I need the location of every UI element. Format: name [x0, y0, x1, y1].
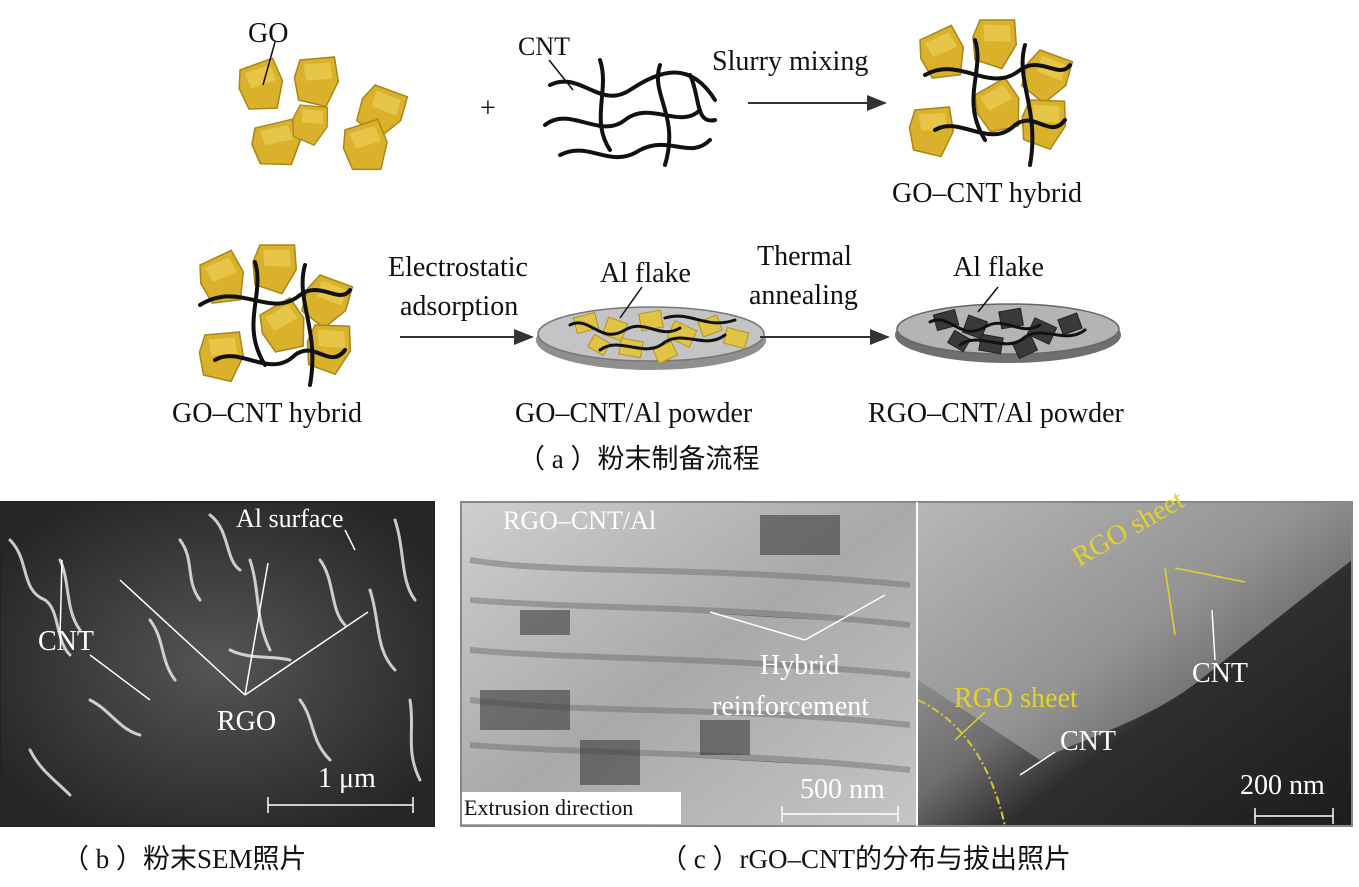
- hybrid-bottom: [193, 237, 359, 387]
- step-electrostatic-line2: adsorption: [400, 291, 519, 322]
- hybrid-reinforcement-line2: reinforcement: [712, 691, 870, 722]
- cnt-label: CNT: [518, 32, 570, 61]
- step-electrostatic-line1: Electrostatic: [388, 252, 528, 283]
- cnt-label-b: CNT: [38, 626, 94, 657]
- tem-image: [461, 502, 916, 826]
- step-slurry-mixing: Slurry mixing: [712, 46, 869, 77]
- step-thermal-line1: Thermal: [757, 241, 852, 272]
- hybrid-bottom-label: GO–CNT hybrid: [172, 398, 363, 429]
- al-flake-label-1: Al flake: [600, 258, 691, 289]
- scale-bar-c-left: 500 nm: [800, 774, 885, 805]
- tem-title: RGO–CNT/Al: [503, 506, 657, 535]
- go-leader-line: [262, 41, 276, 86]
- sem-image: [0, 502, 434, 826]
- cnt-bundle: [543, 58, 717, 167]
- go-flakes: [234, 52, 414, 175]
- extrusion-direction-label: Extrusion direction: [462, 792, 681, 824]
- cnt-label-c1: CNT: [1192, 658, 1248, 689]
- caption-a: （ a ）粉末制备流程: [518, 444, 760, 474]
- hybrid-reinforcement-line1: Hybrid: [760, 650, 840, 681]
- al-surface-label: Al surface: [236, 504, 344, 533]
- hybrid-top-label: GO–CNT hybrid: [892, 178, 1083, 209]
- cnt-label-c2: CNT: [1060, 726, 1116, 757]
- al-flake-label-2: Al flake: [953, 252, 1044, 283]
- caption-c: （ c ）rGO–CNT的分布与拔出照片: [660, 844, 1071, 874]
- pullout-image: [917, 502, 1352, 827]
- scale-bar-b: 1 μm: [318, 763, 376, 794]
- al-flake-go: [536, 306, 766, 370]
- powder-go-label: GO–CNT/Al powder: [515, 398, 753, 429]
- scale-bar-c-right: 200 nm: [1240, 770, 1325, 801]
- rgo-label-b: RGO: [217, 706, 277, 737]
- plus-sign: +: [480, 93, 496, 124]
- step-thermal-line2: annealing: [749, 280, 858, 311]
- rgo-sheet-label-2: RGO sheet: [954, 683, 1078, 714]
- caption-b: （ b ）粉末SEM照片: [62, 844, 307, 874]
- hybrid-top: [906, 12, 1079, 167]
- go-label: GO: [248, 18, 289, 49]
- al-flake-rgo: [895, 303, 1121, 363]
- powder-rgo-label: RGO–CNT/Al powder: [868, 398, 1124, 429]
